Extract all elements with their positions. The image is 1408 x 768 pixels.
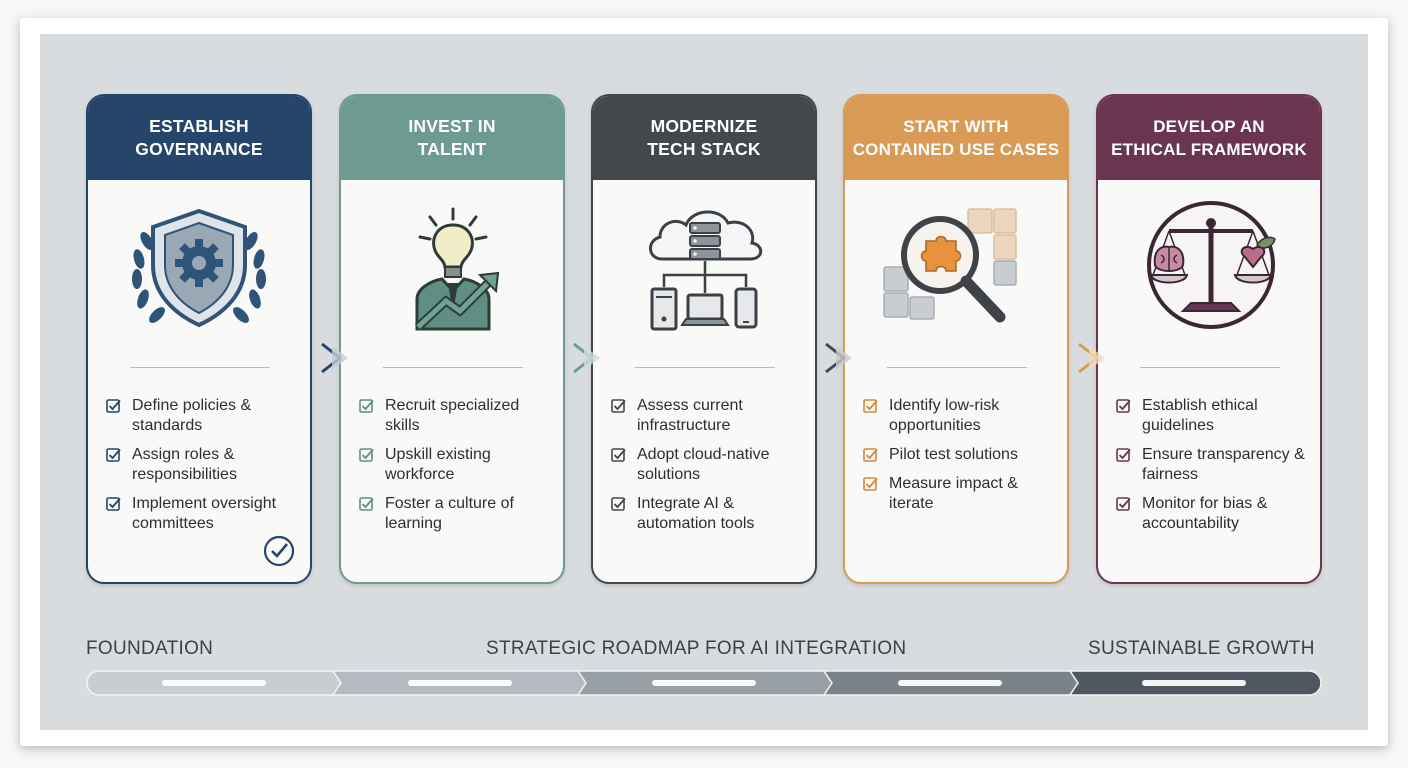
checklist-item-text: Measure impact & iterate xyxy=(889,475,1018,512)
card-divider xyxy=(635,367,775,368)
card-header: START WITH CONTAINED USE CASES xyxy=(845,96,1067,180)
card-divider xyxy=(1140,367,1280,368)
checkbox-checked-icon xyxy=(359,497,374,511)
balance-scale-brain-heart-icon xyxy=(1098,196,1320,346)
roadmap-glow-2 xyxy=(408,680,512,686)
card-checklist: Identify low-risk opportunities Pilot te… xyxy=(863,396,1059,523)
checklist-item-text: Upskill existing workforce xyxy=(385,446,491,483)
checklist-item-text: Identify low-risk opportunities xyxy=(889,397,1000,434)
card-title-line2: TALENT xyxy=(417,139,487,159)
shield-gear-laurel-icon xyxy=(88,196,310,346)
checklist-item-text: Recruit specialized skills xyxy=(385,397,520,434)
card-header: ESTABLISH GOVERNANCE xyxy=(88,96,310,180)
roadmap-progress-bar xyxy=(86,670,1322,696)
card-divider xyxy=(130,367,270,368)
connector-arrow-icon xyxy=(321,342,348,374)
checkbox-checked-icon xyxy=(863,399,878,413)
checklist-item-text: Assign roles & responsibilities xyxy=(132,446,237,483)
card-title-line2: ETHICAL FRAMEWORK xyxy=(1111,140,1307,159)
checklist-item: Adopt cloud-native solutions xyxy=(611,445,807,485)
lightbulb-person-growth-icon xyxy=(341,196,563,346)
connector-arrow-icon xyxy=(573,342,600,374)
checklist-item: Implement oversight committees xyxy=(106,494,302,534)
checklist-item: Assess current infrastructure xyxy=(611,396,807,436)
checklist-item: Integrate AI & automation tools xyxy=(611,494,807,534)
card-checklist: Define policies & standards Assign roles… xyxy=(106,396,302,543)
checklist-item-text: Implement oversight committees xyxy=(132,495,277,532)
checklist-item-text: Pilot test solutions xyxy=(889,446,1018,463)
cloud-server-devices-icon xyxy=(593,196,815,346)
checkbox-checked-icon xyxy=(106,497,121,511)
checkbox-checked-icon xyxy=(359,448,374,462)
card-develop-an-ethical-framework: DEVELOP AN ETHICAL FRAMEWORK Establish et… xyxy=(1096,94,1322,584)
card-checklist: Establish ethical guidelines Ensure tran… xyxy=(1116,396,1312,543)
card-title-line2: CONTAINED USE CASES xyxy=(852,140,1060,159)
checkbox-checked-icon xyxy=(1116,399,1131,413)
checklist-item: Pilot test solutions xyxy=(863,445,1059,465)
card-title-line1: DEVELOP AN xyxy=(1153,117,1265,136)
roadmap-glow-4 xyxy=(898,680,1002,686)
roadmap-end-label: SUSTAINABLE GROWTH xyxy=(1088,638,1315,659)
roadmap-glow-1 xyxy=(162,680,266,686)
card-header: DEVELOP AN ETHICAL FRAMEWORK xyxy=(1098,96,1320,180)
checkbox-checked-icon xyxy=(106,448,121,462)
checklist-item: Measure impact & iterate xyxy=(863,474,1059,514)
checklist-item-text: Assess current infrastructure xyxy=(637,397,743,434)
card-establish-governance: ESTABLISH GOVERNANCE xyxy=(86,94,312,584)
checklist-item-text: Monitor for bias & accountability xyxy=(1142,495,1268,532)
checklist-item-text: Integrate AI & automation tools xyxy=(637,495,755,532)
checklist-item: Define policies & standards xyxy=(106,396,302,436)
check-circle-icon xyxy=(263,535,295,567)
roadmap-title: STRATEGIC ROADMAP FOR AI INTEGRATION xyxy=(486,638,907,659)
checklist-item: Assign roles & responsibilities xyxy=(106,445,302,485)
card-title-line1: MODERNIZE xyxy=(650,116,758,136)
checkbox-checked-icon xyxy=(106,399,121,413)
card-invest-in-talent: INVEST IN TALENT Recruit specialized skil… xyxy=(339,94,565,584)
card-divider xyxy=(383,367,523,368)
checkbox-checked-icon xyxy=(611,497,626,511)
checklist-item-text: Adopt cloud-native solutions xyxy=(637,446,770,483)
connector-arrow-icon xyxy=(1078,342,1105,374)
card-divider xyxy=(887,367,1027,368)
checkbox-checked-icon xyxy=(1116,448,1131,462)
checkbox-checked-icon xyxy=(611,448,626,462)
card-title-line1: ESTABLISH xyxy=(149,116,249,136)
card-start-with-contained-use-cases: START WITH CONTAINED USE CASES Identify l… xyxy=(843,94,1069,584)
checklist-item: Establish ethical guidelines xyxy=(1116,396,1312,436)
checklist-item: Monitor for bias & accountability xyxy=(1116,494,1312,534)
checklist-item-text: Define policies & standards xyxy=(132,397,252,434)
magnifier-puzzle-icon xyxy=(845,196,1067,346)
checkbox-checked-icon xyxy=(863,448,878,462)
checklist-item-text: Ensure transparency & fairness xyxy=(1142,446,1305,483)
roadmap-glow-5 xyxy=(1142,680,1246,686)
checkbox-checked-icon xyxy=(863,477,878,491)
checklist-item-text: Foster a culture of learning xyxy=(385,495,514,532)
card-checklist: Assess current infrastructure Adopt clou… xyxy=(611,396,807,543)
card-checklist: Recruit specialized skills Upskill exist… xyxy=(359,396,555,543)
card-title-line2: TECH STACK xyxy=(647,139,761,159)
checklist-item: Foster a culture of learning xyxy=(359,494,555,534)
card-header: MODERNIZE TECH STACK xyxy=(593,96,815,180)
checkbox-checked-icon xyxy=(611,399,626,413)
card-header: INVEST IN TALENT xyxy=(341,96,563,180)
roadmap-glow-3 xyxy=(652,680,756,686)
checklist-item: Upskill existing workforce xyxy=(359,445,555,485)
connector-arrow-icon xyxy=(825,342,852,374)
checklist-item: Ensure transparency & fairness xyxy=(1116,445,1312,485)
card-title-line2: GOVERNANCE xyxy=(135,139,263,159)
checklist-item: Identify low-risk opportunities xyxy=(863,396,1059,436)
roadmap-start-label: FOUNDATION xyxy=(86,638,214,659)
card-title-line1: INVEST IN xyxy=(408,116,496,136)
checklist-item: Recruit specialized skills xyxy=(359,396,555,436)
checkbox-checked-icon xyxy=(359,399,374,413)
card-title-line1: START WITH xyxy=(903,117,1009,136)
checkbox-checked-icon xyxy=(1116,497,1131,511)
checklist-item-text: Establish ethical guidelines xyxy=(1142,397,1258,434)
